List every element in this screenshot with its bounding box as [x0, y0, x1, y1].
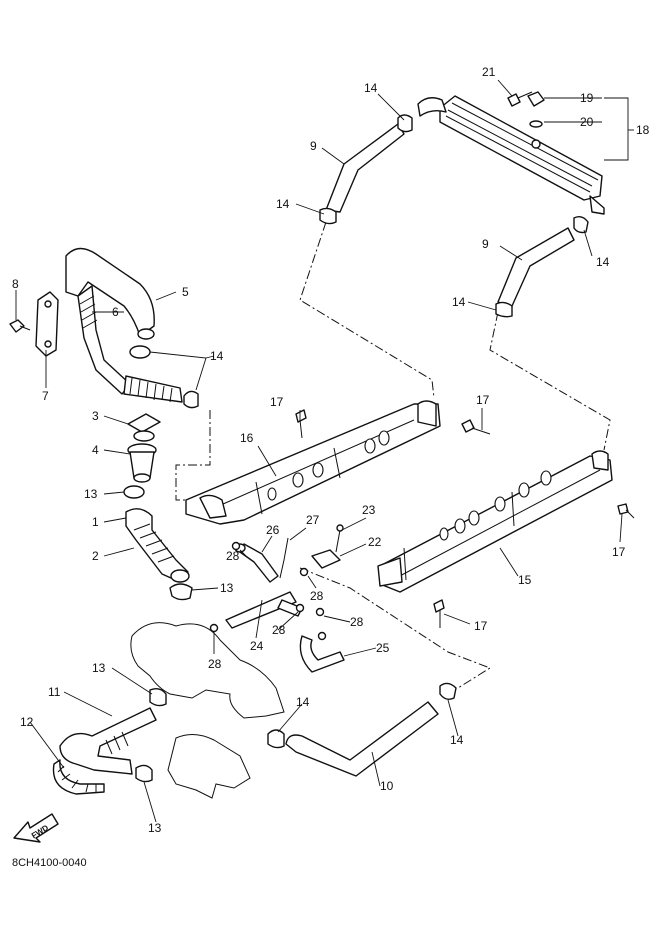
- bolt-8: [9, 319, 31, 333]
- callout-14: 14: [596, 255, 610, 269]
- upper-hose-right: [497, 227, 575, 307]
- callout-21: 21: [482, 65, 496, 79]
- callout-14: 14: [276, 197, 290, 211]
- callout-14: 14: [364, 81, 378, 95]
- callout-28: 28: [310, 589, 324, 603]
- callout-12: 12: [20, 715, 34, 729]
- callout-28: 28: [272, 623, 286, 637]
- callout-14: 14: [210, 349, 224, 363]
- heat-exchanger: [417, 95, 605, 215]
- clamps-28: [209, 541, 327, 641]
- fasteners-19-21: [507, 91, 545, 128]
- callout-labels: 21 19 20 18 14 9 14 9 14 14 8 5 6 14 7 3…: [12, 65, 650, 835]
- hose-11-12: [52, 707, 157, 795]
- hose-10: [285, 701, 439, 777]
- callout-24: 24: [250, 639, 264, 653]
- callout-15: 15: [518, 573, 532, 587]
- callout-13: 13: [148, 821, 162, 835]
- callout-9: 9: [310, 139, 317, 153]
- screws-17: [295, 409, 635, 628]
- callout-19: 19: [580, 91, 594, 105]
- engine-outline: [130, 622, 285, 799]
- leader-lines: [15, 79, 634, 823]
- callout-3: 3: [92, 409, 99, 423]
- upper-hose-left: [325, 123, 405, 213]
- callout-13: 13: [84, 487, 98, 501]
- callout-17: 17: [270, 395, 284, 409]
- callout-17: 17: [612, 545, 626, 559]
- callout-16: 16: [240, 431, 254, 445]
- hose-24: [225, 591, 303, 629]
- callout-4: 4: [92, 443, 99, 457]
- routing-lines: [175, 221, 611, 689]
- callout-14: 14: [296, 695, 310, 709]
- wire-27: [279, 537, 289, 579]
- strainer-15: [377, 450, 613, 593]
- strainer-16: [185, 400, 441, 525]
- callout-17: 17: [476, 393, 490, 407]
- cap-3: [127, 413, 161, 442]
- clamps-lower: [135, 682, 457, 783]
- callout-28: 28: [208, 657, 222, 671]
- callout-8: 8: [12, 277, 19, 291]
- clamp-13-lower: [169, 583, 193, 601]
- clamp-13-upper: [123, 485, 145, 499]
- callout-20: 20: [580, 115, 594, 129]
- callout-9: 9: [482, 237, 489, 251]
- hose-26: [234, 543, 279, 583]
- callout-18: 18: [636, 123, 650, 137]
- callout-25: 25: [376, 641, 390, 655]
- callout-7: 7: [42, 389, 49, 403]
- callout-14: 14: [452, 295, 466, 309]
- callout-6: 6: [112, 305, 119, 319]
- callout-13: 13: [220, 581, 234, 595]
- drawing-code: 8CH4100-0040: [12, 857, 87, 869]
- callout-17: 17: [474, 619, 488, 633]
- forward-arrow-icon: FWD: [13, 813, 59, 843]
- callout-1: 1: [92, 515, 99, 529]
- fitting-4: [127, 443, 157, 483]
- hose-25: [299, 635, 345, 673]
- fitting-22-23: [311, 524, 344, 569]
- clamps-upper: [319, 114, 589, 318]
- callout-28: 28: [226, 549, 240, 563]
- bracket-7: [35, 291, 59, 357]
- callout-11: 11: [48, 685, 61, 699]
- callout-26: 26: [266, 523, 280, 537]
- callout-22: 22: [368, 535, 382, 549]
- callout-5: 5: [182, 285, 189, 299]
- hose-1-2: [125, 508, 190, 583]
- callout-27: 27: [306, 513, 320, 527]
- callout-13: 13: [92, 661, 106, 675]
- callout-10: 10: [380, 779, 394, 793]
- callout-23: 23: [362, 503, 376, 517]
- hose-5: [65, 247, 155, 340]
- callout-2: 2: [92, 549, 99, 563]
- callout-28: 28: [350, 615, 364, 629]
- pipe-6: [77, 285, 183, 403]
- callout-14: 14: [450, 733, 464, 747]
